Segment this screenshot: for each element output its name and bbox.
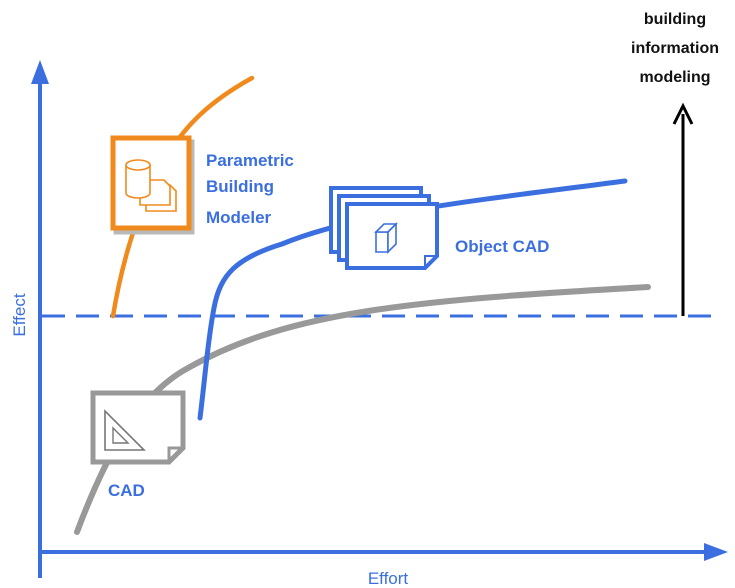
axes: Effort Effect bbox=[10, 60, 728, 588]
bim-label-line1: building bbox=[644, 11, 706, 28]
parametric-modeler-icon bbox=[110, 135, 195, 235]
bim-arrow-head-icon bbox=[672, 102, 694, 125]
bim-label-line2: information bbox=[631, 40, 719, 57]
y-axis-arrow-icon bbox=[31, 60, 49, 84]
y-axis-label: Effect bbox=[10, 293, 29, 336]
x-axis-label: Effort bbox=[368, 569, 409, 588]
bim-label-line3: modeling bbox=[639, 69, 710, 86]
parametric-modeler-label: Parametric Building Modeler bbox=[206, 151, 294, 227]
cad-label: CAD bbox=[108, 481, 145, 500]
pbm-label-line1: Parametric bbox=[206, 151, 294, 170]
object-cad-icon bbox=[329, 186, 439, 270]
blue-object-cad-curve bbox=[197, 178, 628, 421]
object-cad-label: Object CAD bbox=[455, 237, 549, 256]
pbm-label-line2: Building bbox=[206, 177, 274, 196]
cad-icon bbox=[90, 390, 186, 465]
pbm-label-line3: Modeler bbox=[206, 208, 272, 227]
x-axis-arrow-icon bbox=[704, 543, 728, 561]
bim-arrow bbox=[672, 102, 694, 316]
bim-label: building information modeling bbox=[631, 11, 719, 86]
